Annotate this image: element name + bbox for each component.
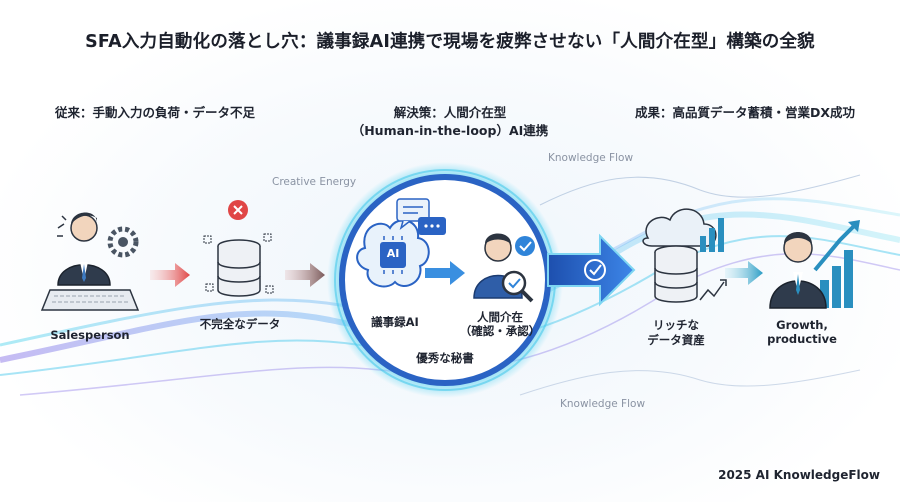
growth-figure xyxy=(769,220,860,309)
section-solution-heading-line2: （Human-in-the-loop）AI連携 xyxy=(351,123,549,138)
label-rich-data-line1: リッチな xyxy=(653,318,699,332)
section-result-heading: 成果：高品質データ蓄積・営業DX成功 xyxy=(634,105,855,120)
label-human-line1: 人間介在 xyxy=(477,310,523,324)
label-rich-data-line2: データ資産 xyxy=(647,333,705,347)
section-solution-heading-line1: 解決策：人間介在型 xyxy=(393,105,507,120)
flow-label-knowledge-bottom: Knowledge Flow xyxy=(560,398,646,410)
label-secretary: 優秀な秘書 xyxy=(416,351,474,365)
label-growth-line2: productive xyxy=(767,332,837,346)
flow-label-knowledge-top: Knowledge Flow xyxy=(548,152,634,164)
incomplete-database xyxy=(203,200,274,297)
section-before-heading: 従来：手動入力の負荷・データ不足 xyxy=(54,105,255,120)
page-title: SFA入力自動化の落とし穴：議事録AI連携で現場を疲弊させない「人間介在型」構築… xyxy=(85,32,815,52)
chat-bubbles xyxy=(396,198,446,235)
flow-label-creative-energy: Creative Energy xyxy=(272,176,357,188)
human-reviewer xyxy=(473,233,535,303)
ai-chip-label: AI xyxy=(386,247,400,260)
label-growth-line1: Growth, xyxy=(776,318,828,332)
cloud-database xyxy=(642,208,727,303)
salesperson-figure xyxy=(40,212,140,311)
ai-brain xyxy=(356,219,430,288)
label-incomplete-data: 不完全なデータ xyxy=(199,317,281,331)
footer-credit: 2025 AI KnowledgeFlow xyxy=(718,468,880,482)
label-salesperson: Salesperson xyxy=(50,328,130,342)
label-minutes-ai: 議事録AI xyxy=(371,315,419,329)
label-human-line2: （確認・承認） xyxy=(459,324,541,338)
